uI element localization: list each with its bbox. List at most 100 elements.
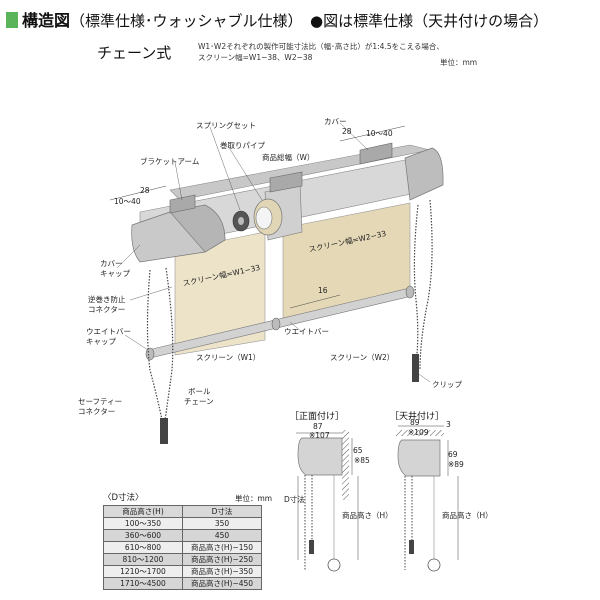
ceiling [396,430,444,436]
table-cell: 商品高さ(H)−350 [182,565,262,578]
label-weight-bar: ウエイトバー [284,327,329,336]
ball-chain-right-1 [413,204,419,371]
leader-weight-cap [124,334,149,351]
dim-line-left [109,185,167,201]
table-header-row: 商品高さ(H) D寸法 [103,505,262,518]
note-line-1: W1･W2それぞれの製作可能寸法比（幅･高さ比）が1:4.5をこえる場合、 [198,42,444,51]
chain-weight-right [412,354,419,382]
label-weight-cap-2: キャップ [86,337,116,346]
table-row: 100〜350 350 [103,517,262,530]
front-mount-tag: ［正面付け］ [290,412,345,422]
table-unit: 単位：mm [235,494,273,503]
label-ball-chain-2: チェーン [184,397,214,406]
label-weight-cap-1: ウエイトバー [86,327,131,336]
leader-weight-bar [289,321,303,333]
screen-w1-panel [174,231,266,356]
table-cell: 1710〜4500 [103,577,183,590]
label-d-dim: D寸法 [284,495,305,504]
label-product-height-ceiling: 商品高さ（H） [442,511,493,520]
bracket-left [169,194,196,214]
front-mount-body [297,437,343,476]
ceiling-dim-89-text: 89 [410,418,420,427]
label-cover: カバー [324,117,347,126]
ball-chain-right-2 [419,199,433,371]
ceiling-dim-109-text: ※109 [408,428,429,437]
table-cell: 810〜1200 [103,553,183,566]
label-safety-1: セーフティー [78,397,123,406]
right-cover-cap [404,147,444,201]
table-row: 610〜800 商品高さ(H)−150 [103,541,262,554]
label-anti-reverse-2: コネクター [88,305,126,314]
title-mark-icon [6,12,18,28]
label-roll-pipe: 巻取りパイプ [220,141,265,150]
table-caption: 〈D寸法〉 [103,493,144,503]
ceiling-dim-69-text: 69 [448,450,458,459]
table-row: 360〜600 450 [103,529,262,542]
front-dim-85-text: ※85 [354,456,370,465]
weight-bar-cap-right [405,285,415,299]
weight-bar-cap-left [145,347,155,361]
dim-line-right [339,125,406,142]
d-dimension-table: 商品高さ(H) D寸法 100〜350 350 360〜600 450 610〜… [103,505,262,590]
table-cell: 商品高さ(H)−150 [182,541,262,554]
bracket-center [269,171,303,193]
table-cell: 450 [182,529,262,542]
table-cell: 610〜800 [103,541,183,554]
dim-16: 16 [318,286,328,295]
label-spring-set: スプリングセット [196,121,256,130]
chain-weight-left [160,418,168,444]
table-row: 810〜1200 商品高さ(H)−250 [103,553,262,566]
label-ball-chain-1: ボール [188,387,211,396]
unit-label: 単位：mm [440,58,478,67]
dim-28-left: 28 [140,186,150,195]
label-screen-1: スクリーン（W1） [196,353,261,362]
table-cell: 350 [182,517,262,530]
ceiling-mount-tag: ［天井付け］ [390,412,445,422]
table-cell: 100〜350 [103,517,183,530]
spring-set-core [238,217,244,225]
ceiling-dim-3-text: 3 [446,420,451,429]
leader-bracket [174,161,183,201]
table-header-cell: D寸法 [182,505,262,518]
table-cell: 360〜600 [103,529,183,542]
label-clip: クリップ [432,380,462,389]
label-screen-2: スクリーン（W2） [330,353,395,362]
leader-cover-cap [116,244,141,269]
leader-cover [339,122,369,151]
ceiling-chain-weight [409,540,414,554]
ball-chain-left-1 [146,269,163,421]
ceiling-weight-bar-end [427,558,441,572]
front-dim-107-text: ※107 [309,431,330,440]
left-cover-cap-face [169,204,226,253]
bracket-right [359,142,393,165]
label-cover-cap-1: カバー [100,259,123,268]
dim-10-40-right: 10～40 [366,129,393,138]
leader-spring [209,126,241,211]
title-subtitle: （標準仕様･ウォッシャブル仕様） ●図は標準仕様（天井付けの場合） [70,12,549,30]
front-wall [342,430,349,500]
front-chain-weight [309,540,314,554]
table-cell: 1210〜1700 [103,565,183,578]
front-dim-65-text: 65 [353,446,363,455]
leader-clip [415,371,431,383]
label-anti-reverse-1: 逆巻き防止 [88,295,126,304]
table-header-cell: 商品高さ(H) [103,505,183,518]
weight-bar-cap-center [271,317,281,331]
dim-10-40-left: 10～40 [114,197,141,206]
table-cell: 商品高さ(H)−250 [182,553,262,566]
method-title: チェーン式 [97,44,172,62]
note-line-2: スクリーン幅=W1−38、W2−38 [198,53,313,62]
label-product-height-front: 商品高さ（H） [342,511,393,520]
dim-line-16 [289,294,341,309]
table-cell: 商品高さ(H)−450 [182,577,262,590]
front-dim-87-text: 87 [313,422,323,431]
ball-chain-left-2 [164,267,174,421]
leader-pipe [227,145,263,201]
leader-anti-reverse [129,286,173,301]
ceiling-mount-body [397,439,441,477]
page-title: 構造図（標準仕様･ウォッシャブル仕様） ●図は標準仕様（天井付けの場合） [6,7,548,31]
table-row: 1710〜4500 商品高さ(H)−450 [103,577,262,590]
label-cover-cap-2: キャップ [100,269,130,278]
